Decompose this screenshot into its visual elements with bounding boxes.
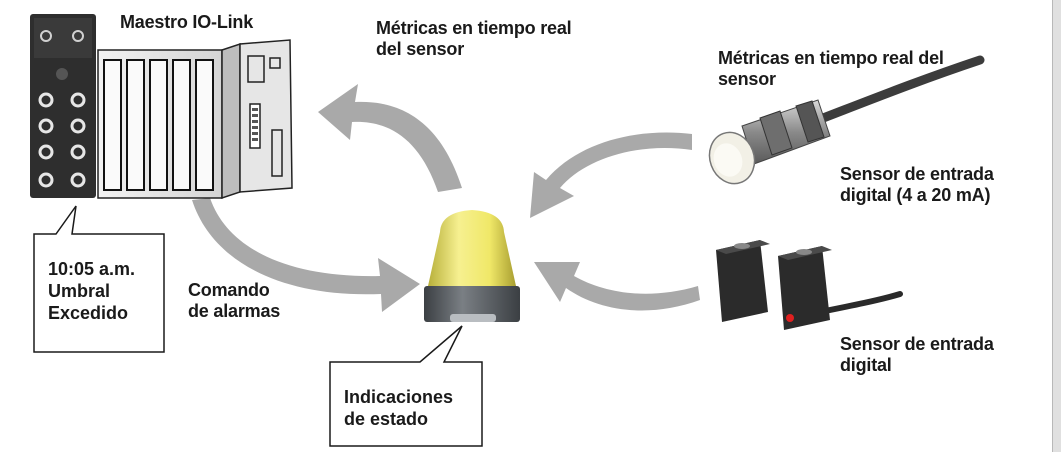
digital-sensor-pair	[716, 240, 903, 330]
analog-sensor	[708, 55, 985, 185]
arrow-beacon-to-master	[318, 84, 462, 192]
status-beacon	[424, 210, 520, 322]
analog-sensor-label: Sensor de entrada digital (4 a 20 mA)	[840, 164, 994, 205]
right-edge-bar	[1052, 0, 1061, 452]
alarm-command-label: Comando de alarmas	[188, 280, 281, 321]
arrow-analog-sensor-to-beacon	[530, 132, 692, 218]
arrow-digital-sensor-to-beacon	[534, 262, 700, 311]
io-link-master-module	[30, 14, 96, 198]
metrics-right-label: Métricas en tiempo real del sensor	[718, 48, 944, 89]
status-callout-text: Indicaciones de estado	[344, 387, 454, 429]
metrics-top-label: Métricas en tiempo real del sensor	[376, 18, 572, 59]
digital-sensor-label: Sensor de entrada digital	[840, 334, 994, 375]
threshold-callout-box	[33, 205, 165, 353]
threshold-callout-text: 10:05 a.m. Umbral Excedido	[48, 259, 136, 323]
arrow-master-to-beacon	[192, 198, 420, 312]
io-link-master-label: Maestro IO-Link	[120, 12, 254, 32]
plc-rack	[97, 39, 293, 200]
status-callout-box	[329, 325, 483, 447]
red-led-indicator	[786, 314, 794, 322]
